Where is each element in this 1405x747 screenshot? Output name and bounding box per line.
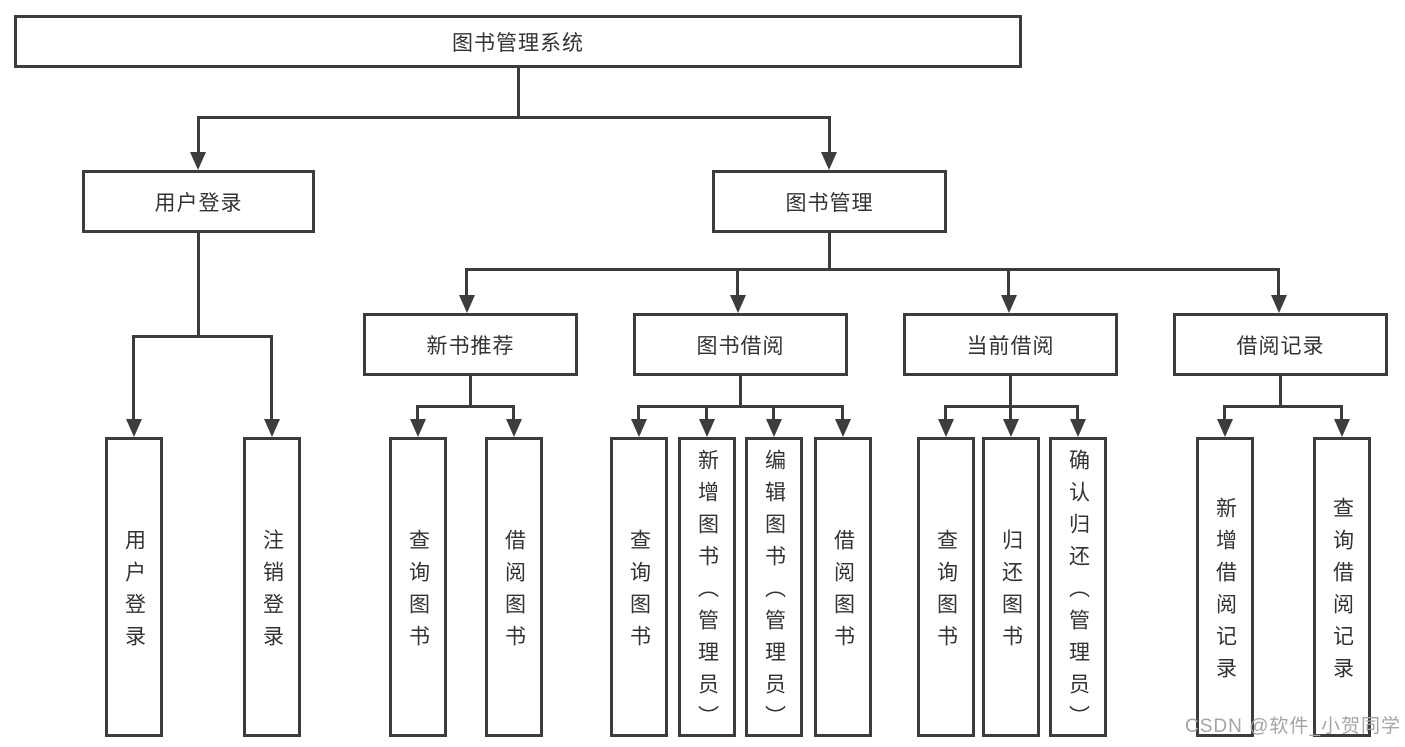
arrowhead-icon <box>938 419 954 437</box>
leaf-borrow-books-recommend: 借阅图书 <box>485 437 543 737</box>
leaf-borrow-books: 借阅图书 <box>814 437 872 737</box>
arrowhead-icon <box>631 419 647 437</box>
connector-stem <box>270 335 273 420</box>
arrowhead-icon <box>459 295 475 313</box>
connector-level1-branch <box>197 116 831 119</box>
connector-stem <box>197 116 200 152</box>
node-current-borrow: 当前借阅 <box>903 313 1118 376</box>
node-book-borrow: 图书借阅 <box>633 313 848 376</box>
connector-stem <box>512 405 515 421</box>
connector-stem <box>1223 405 1226 421</box>
node-book-management: 图书管理 <box>712 170 947 233</box>
connector-stem <box>416 405 419 421</box>
arrowhead-icon <box>190 152 206 170</box>
csdn-watermark: CSDN @软件_小贺同学 <box>1185 716 1401 737</box>
leaf-label: 编辑图书（管理员） <box>762 448 786 737</box>
connector-login-down <box>197 233 200 338</box>
arrowhead-icon <box>410 419 426 437</box>
node-user-login: 用户登录 <box>82 170 315 233</box>
connector-recommend-branch <box>416 405 515 408</box>
arrowhead-icon <box>730 295 746 313</box>
leaf-label: 新增借阅记录 <box>1213 496 1237 689</box>
arrowhead-icon <box>1001 295 1017 313</box>
leaf-logout: 注销登录 <box>243 437 301 737</box>
arrowhead-icon <box>1070 419 1086 437</box>
leaf-label: 借阅图书 <box>831 528 855 657</box>
connector-borrow-branch <box>637 405 844 408</box>
leaf-query-borrow-record: 查询借阅记录 <box>1313 437 1371 737</box>
arrowhead-icon <box>1334 419 1350 437</box>
leaf-label: 确认归还（管理员） <box>1066 448 1090 737</box>
connector-stem <box>1007 268 1010 298</box>
connector-stem <box>1340 405 1343 421</box>
connector-stem <box>132 335 135 420</box>
connector-stem <box>1076 405 1079 421</box>
leaf-return-books: 归还图书 <box>982 437 1040 737</box>
leaf-label: 查询图书 <box>627 528 651 657</box>
leaf-label: 新增图书（管理员） <box>695 448 719 737</box>
connector-stem <box>465 268 468 298</box>
arrowhead-icon <box>1271 295 1287 313</box>
connector-borrow-down <box>739 376 742 407</box>
connector-root-down <box>517 66 520 118</box>
leaf-confirm-return-admin: 确认归还（管理员） <box>1049 437 1107 737</box>
leaf-add-books-admin: 新增图书（管理员） <box>678 437 736 737</box>
connector-stem <box>705 405 708 421</box>
leaf-query-books-recommend: 查询图书 <box>389 437 447 737</box>
arrowhead-icon <box>821 152 837 170</box>
leaf-add-borrow-record: 新增借阅记录 <box>1196 437 1254 737</box>
leaf-query-books-borrow: 查询图书 <box>610 437 668 737</box>
arrowhead-icon <box>264 419 280 437</box>
arrowhead-icon <box>1003 419 1019 437</box>
node-new-book-recommend: 新书推荐 <box>363 313 578 376</box>
leaf-label: 查询图书 <box>406 528 430 657</box>
connector-stem <box>1009 405 1012 421</box>
leaf-query-books-current: 查询图书 <box>917 437 975 737</box>
leaf-label: 查询图书 <box>934 528 958 657</box>
connector-records-down <box>1279 376 1282 407</box>
leaf-label: 注销登录 <box>260 528 284 657</box>
connector-level2-branch <box>466 268 1280 271</box>
node-borrow-records: 借阅记录 <box>1173 313 1388 376</box>
leaf-label: 借阅图书 <box>502 528 526 657</box>
connector-stem <box>828 116 831 152</box>
connector-stem <box>944 405 947 421</box>
leaf-edit-books-admin: 编辑图书（管理员） <box>745 437 803 737</box>
connector-records-branch <box>1223 405 1343 408</box>
arrowhead-icon <box>699 419 715 437</box>
leaf-label: 查询借阅记录 <box>1330 496 1354 689</box>
connector-stem <box>736 268 739 298</box>
connector-recommend-down <box>469 376 472 407</box>
arrowhead-icon <box>506 419 522 437</box>
connector-mgmt-down <box>828 233 831 270</box>
connector-stem <box>772 405 775 421</box>
arrowhead-icon <box>126 419 142 437</box>
connector-stem <box>1277 268 1280 298</box>
connector-stem <box>841 405 844 421</box>
connector-login-branch <box>132 335 273 338</box>
arrowhead-icon <box>766 419 782 437</box>
connector-stem <box>637 405 640 421</box>
connector-current-down <box>1009 376 1012 407</box>
node-root: 图书管理系统 <box>14 15 1022 68</box>
leaf-label: 用户登录 <box>122 528 146 657</box>
arrowhead-icon <box>835 419 851 437</box>
arrowhead-icon <box>1217 419 1233 437</box>
leaf-label: 归还图书 <box>999 528 1023 657</box>
leaf-user-login: 用户登录 <box>105 437 163 737</box>
